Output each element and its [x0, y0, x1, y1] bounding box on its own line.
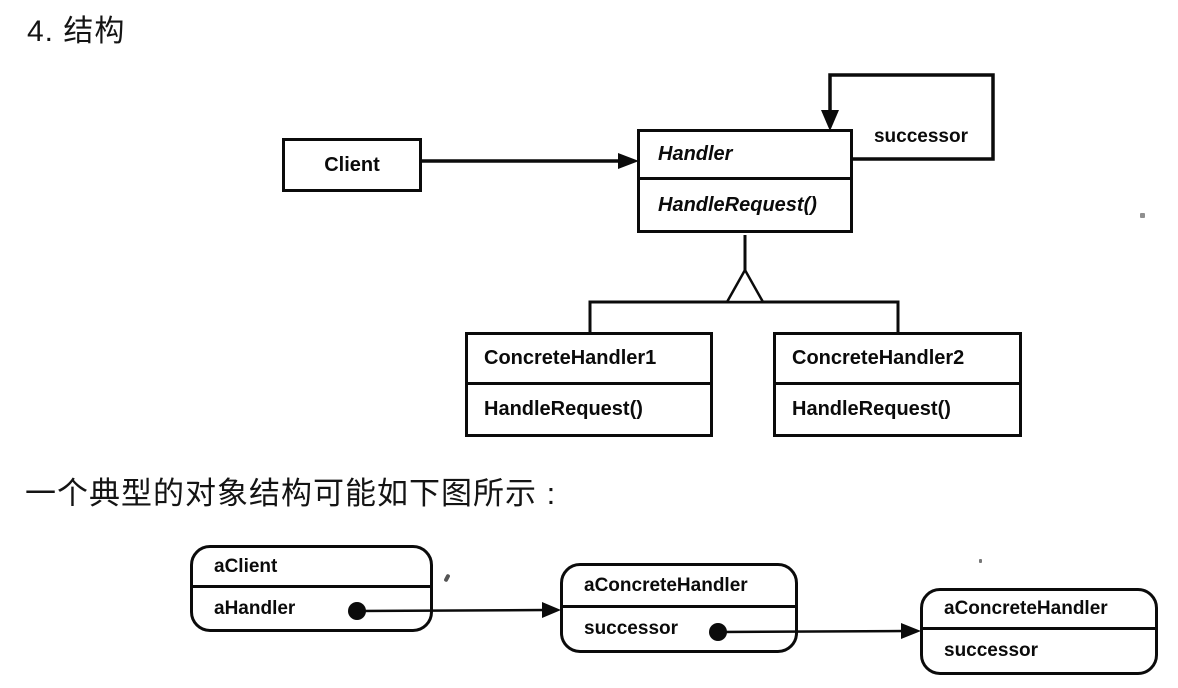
aconcretehandler-1-object-box: aConcreteHandler successor [560, 563, 798, 653]
scan-artifact-dot [1140, 213, 1145, 218]
aclient-object-box: aClient aHandler [190, 545, 433, 632]
concrete-handler-2-class-box: ConcreteHandler2 HandleRequest() [773, 332, 1022, 437]
successor-role-label: successor [873, 126, 968, 147]
concrete-handler-1-class-box: ConcreteHandler1 HandleRequest() [465, 332, 713, 437]
client-to-handler-arrow [422, 153, 639, 169]
concrete-handler-1-method: HandleRequest() [484, 398, 643, 420]
handler-class-box: Handler HandleRequest() [637, 129, 853, 233]
concrete-handler-2-name: ConcreteHandler2 [776, 335, 1019, 385]
scan-artifact-dot [443, 573, 451, 583]
object-structure-caption: 一个典型的对象结构可能如下图所示 : [25, 476, 557, 511]
aconcretehandler-2-object-box: aConcreteHandler successor [920, 588, 1158, 675]
aclient-field-ahandler: aHandler [214, 597, 296, 619]
concrete-handler-1-name: ConcreteHandler1 [468, 335, 710, 385]
aconcretehandler-2-object-name: aConcreteHandler [923, 591, 1155, 630]
client-class-box: Client [282, 138, 422, 192]
aconcretehandler-1-object-name: aConcreteHandler [563, 566, 795, 608]
aconcretehandler-2-field-successor: successor [944, 640, 1039, 661]
section-title: 4. 结构 [27, 15, 126, 48]
scan-artifact-dot [979, 559, 982, 563]
handler-method: HandleRequest() [658, 193, 817, 216]
handler-class-name: Handler [640, 132, 850, 180]
inheritance-triangle-icon [724, 267, 766, 304]
inheritance-connector [588, 235, 900, 334]
client-class-name: Client [324, 153, 380, 176]
aconcretehandler-1-field-successor: successor [584, 618, 679, 639]
aclient-object-name: aClient [193, 548, 430, 588]
concrete-handler-2-method: HandleRequest() [792, 398, 951, 420]
